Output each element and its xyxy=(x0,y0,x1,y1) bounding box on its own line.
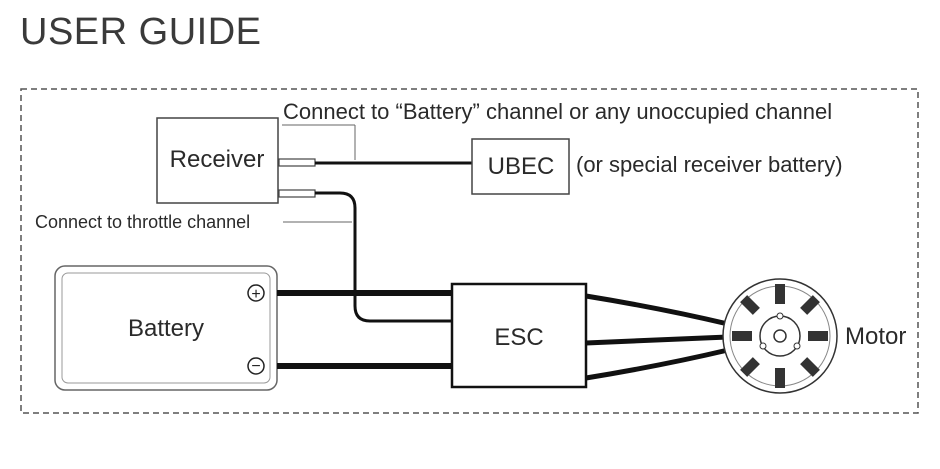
ubec-label: UBEC xyxy=(488,153,555,180)
motor xyxy=(722,278,838,394)
negative-terminal xyxy=(247,357,265,375)
receiver-label: Receiver xyxy=(170,146,265,173)
negative-symbol: − xyxy=(251,358,260,375)
battery-channel-note: Connect to “Battery” channel or any unoc… xyxy=(283,99,832,124)
diagram-frame xyxy=(20,88,919,414)
throttle-channel-note: Connect to throttle channel xyxy=(35,212,250,232)
receiver-pin-battery xyxy=(278,158,316,167)
battery-box: Battery + − xyxy=(54,265,278,391)
esc-label: ESC xyxy=(494,324,543,351)
receiver-pin-throttle xyxy=(278,189,316,198)
page-title: USER GUIDE xyxy=(20,11,261,53)
motor-wires xyxy=(585,293,729,381)
ubec-alt-note: (or special receiver battery) xyxy=(576,152,843,177)
receiver-box: Receiver xyxy=(156,117,316,204)
positive-symbol: + xyxy=(251,286,260,303)
throttle-wire xyxy=(315,191,452,323)
ubec-box: UBEC xyxy=(471,138,570,195)
esc-box: ESC xyxy=(450,282,588,389)
motor-label: Motor xyxy=(845,323,906,350)
battery-label: Battery xyxy=(128,315,204,342)
positive-terminal xyxy=(247,284,265,302)
